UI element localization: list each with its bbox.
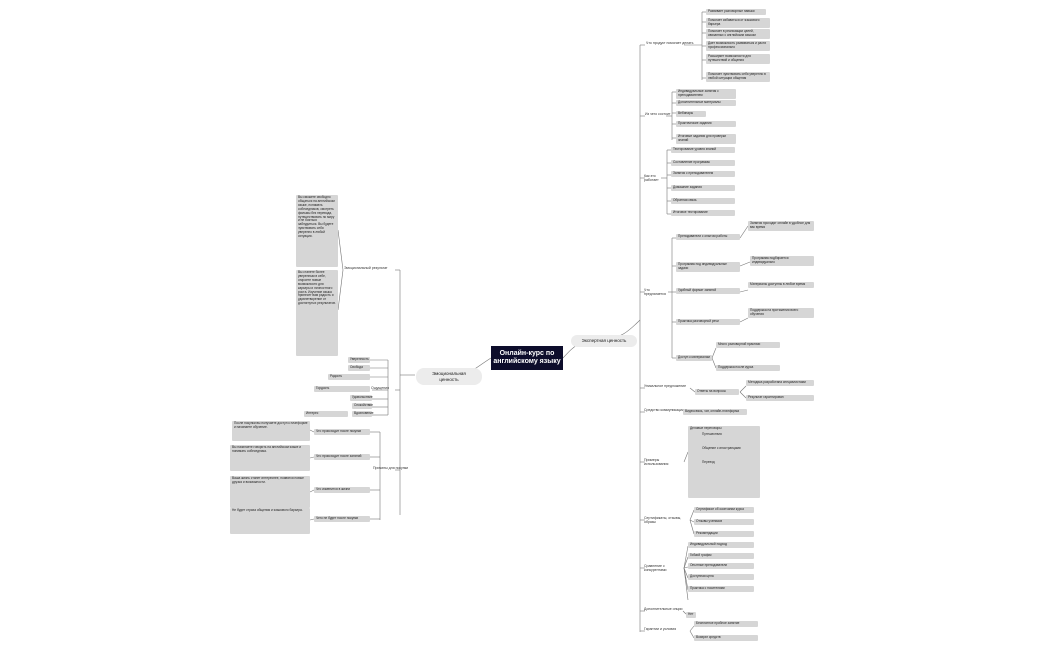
leaf-adv-detail-1[interactable]: Программа подбирается индивидуально (750, 256, 814, 266)
leaf-why-text-0[interactable]: После покупки вы получаете доступ к плат… (232, 421, 310, 441)
leaf-what-5[interactable]: Помогает чувствовать себя уверенно в люб… (706, 72, 770, 82)
leaf-adv-detail-4[interactable]: Много разговорной практики (716, 342, 780, 348)
leaf-why-text-3[interactable]: Не будет страха общения и языкового барь… (230, 508, 310, 534)
leaf-inside-2[interactable]: Вебинары (676, 111, 706, 117)
leaf-what-4[interactable]: Расширяет возможности для путешествий и … (706, 54, 770, 64)
leaf-why-1[interactable]: Что происходит после занятий (314, 454, 370, 460)
leaf-compare-2[interactable]: Опытные преподаватели (688, 563, 754, 569)
leaf-examples-2[interactable]: Общение с иностранцами (700, 446, 750, 452)
leaf-feel-5[interactable]: Спокойствие (352, 403, 374, 409)
leaf-how-1[interactable]: Составление программы (671, 160, 735, 166)
root-node[interactable]: Онлайн-курс по английскому языку (491, 346, 563, 370)
leaf-why-text-2[interactable]: Ваша жизнь станет интереснее, появятся н… (230, 476, 310, 508)
cat-how[interactable]: Как это работает (644, 174, 659, 182)
leaf-unique-0[interactable]: Ответы на вопросы (695, 389, 739, 395)
leaf-how-3[interactable]: Домашние задания (671, 185, 735, 191)
leaf-exp-text-1[interactable]: Вы станете более уверенным в себе, откро… (296, 270, 338, 356)
leaf-inside-4[interactable]: Итоговые задания для проверки знаний (676, 134, 736, 144)
cat-inside[interactable]: Из чего состоит (645, 112, 671, 116)
leaf-feel-6[interactable]: Вдохновение (352, 411, 374, 417)
cat-compare[interactable]: Сравнение с конкурентами (644, 564, 667, 572)
cat-reviews[interactable]: Сертификаты, отзывы, образы (644, 516, 682, 524)
leaf-compare-0[interactable]: Индивидуальный подход (688, 542, 754, 548)
leaf-compare-4[interactable]: Практика с носителями (688, 586, 754, 592)
leaf-feel-4[interactable]: Удовольствие (350, 395, 373, 401)
leaf-what-3[interactable]: Дает возможность развиваться и расти про… (706, 41, 770, 51)
leaf-what-1[interactable]: Помогает избавиться от языкового барьера (706, 18, 770, 28)
leaf-inside-0[interactable]: Индивидуальные занятия с преподавателем (676, 89, 736, 99)
leaf-why-3[interactable]: Чего не будет после покупки (314, 516, 370, 522)
leaf-compare-3[interactable]: Доступная цена (688, 574, 754, 580)
cat-examples[interactable]: Примеры использования (644, 458, 669, 466)
leaf-adv-3[interactable]: Практика разговорной речи (676, 319, 740, 325)
cat-emotional-result[interactable]: Эмоциональный результат (344, 266, 388, 270)
leaf-why-2[interactable]: Что изменится в жизни (314, 487, 370, 493)
leaf-inside-1[interactable]: Дополнительные материалы (676, 100, 736, 106)
cat-format[interactable]: Средство коммуникации (644, 408, 684, 412)
leaf-why-text-1[interactable]: Вы начинаете говорить на английском язык… (230, 445, 310, 471)
leaf-format-0[interactable]: Видеосвязь, чат, онлайн-платформа (683, 409, 747, 415)
leaf-why-0[interactable]: Что происходит после покупки (314, 429, 370, 435)
cat-extra[interactable]: Дополнительные опции (644, 607, 683, 611)
leaf-adv-detail-3[interactable]: Поддержка на протяжении всего обучения (748, 308, 814, 318)
leaf-adv-0[interactable]: Преподаватели с опытом работы (676, 234, 740, 240)
leaf-reviews-2[interactable]: Рекомендации (694, 531, 754, 537)
leaf-what-2[interactable]: Помогает в реализации целей, связанных с… (706, 29, 770, 39)
leaf-what-0[interactable]: Развивает разговорные навыки (706, 9, 766, 15)
branch-expert[interactable]: Экспертная ценность (571, 335, 637, 347)
cat-why[interactable]: Причины для покупки (373, 466, 409, 470)
leaf-how-5[interactable]: Итоговое тестирование (671, 210, 735, 216)
leaf-how-2[interactable]: Занятия с преподавателем (671, 171, 735, 177)
leaf-inside-3[interactable]: Практические задания (676, 121, 736, 127)
leaf-adv-4[interactable]: Доступ к материалам (676, 355, 712, 361)
leaf-adv-1[interactable]: Программа под индивидуальные задачи (676, 262, 740, 272)
leaf-examples-3[interactable]: Переезд (700, 460, 750, 466)
leaf-feel-0[interactable]: Уверенность (348, 357, 370, 363)
branch-emotional[interactable]: Эмоциональная ценность (416, 368, 482, 385)
cat-unique[interactable]: Уникальное предложение (644, 384, 687, 388)
leaf-feel-3[interactable]: Гордость (314, 386, 370, 392)
leaf-guarantee-1[interactable]: Возврат средств (694, 635, 758, 641)
leaf-adv-detail-2[interactable]: Материалы доступны в любое время (748, 282, 814, 288)
leaf-examples-1[interactable]: Путешествия (700, 432, 750, 438)
leaf-adv-2[interactable]: Удобный формат занятий (676, 288, 740, 294)
leaf-exp-text-0[interactable]: Вы сможете свободно общаться на английск… (296, 195, 338, 267)
cat-feelings[interactable]: Ощущения (371, 386, 389, 390)
leaf-reviews-0[interactable]: Сертификат об окончании курса (694, 507, 754, 513)
leaf-guarantee-0[interactable]: Бесплатное пробное занятие (694, 621, 758, 627)
leaf-feel-7[interactable]: Интерес (304, 411, 348, 417)
cat-advantages[interactable]: Что предлагается (644, 288, 666, 296)
leaf-adv-detail-0[interactable]: Занятия проходят онлайн в удобное для ва… (748, 221, 814, 231)
leaf-compare-1[interactable]: Гибкий график (688, 553, 754, 559)
leaf-unique-detail-1[interactable]: Результат гарантирован (746, 395, 814, 401)
cat-what-product[interactable]: Что продукт помогает делать (646, 41, 694, 45)
cat-guarantee[interactable]: Гарантии и условия (644, 627, 677, 631)
leaf-how-4[interactable]: Обратная связь (671, 198, 735, 204)
leaf-feel-1[interactable]: Свобода (348, 365, 370, 371)
leaf-adv-detail-5[interactable]: Поддержка после курса (716, 365, 780, 371)
leaf-reviews-1[interactable]: Отзывы учеников (694, 519, 754, 525)
leaf-unique-detail-0[interactable]: Методика разработана специалистами (746, 380, 814, 386)
leaf-how-0[interactable]: Тестирование уровня знаний (671, 147, 735, 153)
leaf-feel-2[interactable]: Радость (328, 374, 370, 380)
leaf-extra-0[interactable]: Нет (686, 612, 696, 618)
